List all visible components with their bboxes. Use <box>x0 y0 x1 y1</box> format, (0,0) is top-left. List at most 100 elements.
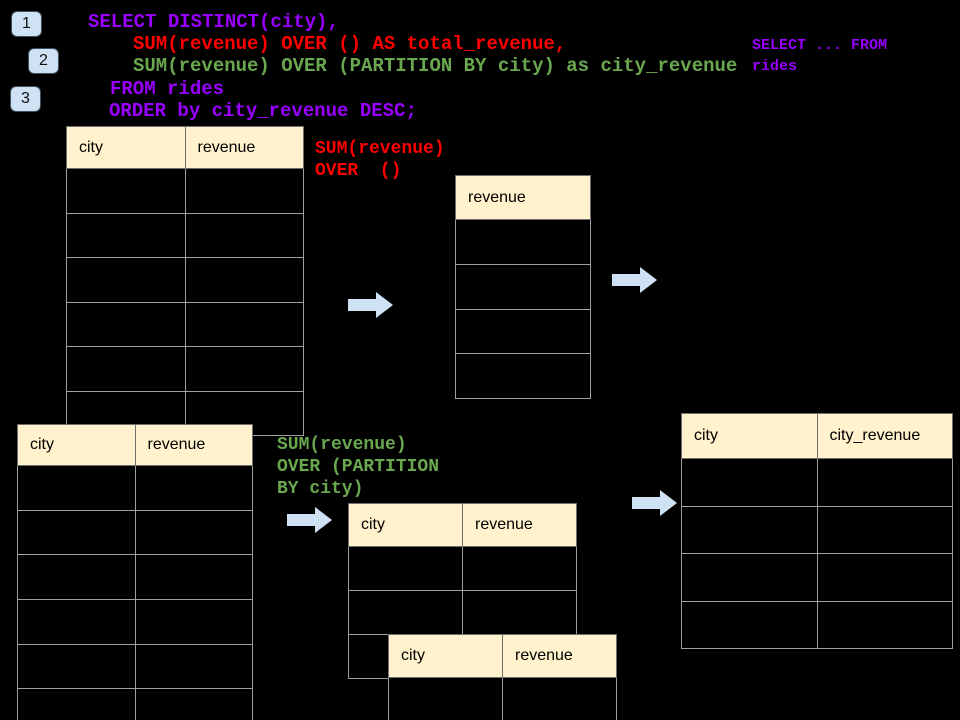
column-header-revenue: revenue <box>502 634 617 678</box>
table-cell-empty <box>816 458 953 507</box>
column-header-city_revenue: city_revenue <box>816 413 953 459</box>
table-cell-empty <box>17 465 136 511</box>
table-row <box>455 219 591 265</box>
table-cell-empty <box>681 600 818 649</box>
table-cell-empty <box>134 688 253 720</box>
table-cell-empty <box>681 553 818 602</box>
table-cell-empty <box>455 219 591 265</box>
column-header-city: city <box>17 424 136 466</box>
column-header-city: city <box>348 503 463 547</box>
column-header-city: city <box>66 126 186 169</box>
annotation-partition-line-1: SUM(revenue) <box>277 435 407 455</box>
table-row <box>17 599 253 645</box>
table-cell-empty <box>17 599 136 645</box>
table-cell-empty <box>17 509 136 556</box>
table-cell-empty <box>134 554 253 601</box>
table-cell-empty <box>184 301 304 347</box>
table-row <box>66 257 304 303</box>
table-row <box>17 688 253 720</box>
header-row: revenue <box>455 175 591 220</box>
sql-line-city-revenue: SUM(revenue) OVER (PARTITION BY city) as… <box>133 55 738 77</box>
table-cell-empty <box>184 257 304 303</box>
table-row <box>455 308 591 355</box>
column-header-revenue: revenue <box>134 424 253 466</box>
sql-line-select: SELECT DISTINCT(city), <box>88 11 339 33</box>
table-row <box>455 263 591 310</box>
table-cell-empty <box>134 509 253 556</box>
table-row <box>681 553 953 602</box>
table-row <box>681 600 953 649</box>
table-row <box>66 212 304 258</box>
table-cell-empty <box>66 301 186 347</box>
table-row <box>348 546 577 591</box>
table-cell-empty <box>17 688 136 720</box>
table-row <box>17 465 253 511</box>
step-badge-1: 1 <box>12 12 41 36</box>
table-cell-empty <box>184 168 304 214</box>
arrow-right-icon <box>612 267 657 293</box>
column-header-city: city <box>388 634 503 678</box>
side-note-line-1: SELECT ... FROM <box>752 37 888 54</box>
column-header-revenue: revenue <box>455 175 591 220</box>
column-header-revenue: revenue <box>462 503 577 547</box>
table-row <box>455 353 591 400</box>
table-cell-empty <box>134 465 253 511</box>
table-cell-empty <box>348 590 463 635</box>
table-cell-empty <box>455 263 591 310</box>
column-header-city: city <box>681 413 818 459</box>
table-cell-empty <box>348 546 463 591</box>
table-row <box>348 590 577 635</box>
column-header-revenue: revenue <box>184 126 304 169</box>
table-cell-empty <box>134 599 253 645</box>
sql-line-from: FROM rides <box>110 78 225 100</box>
table-cell-empty <box>462 590 577 635</box>
table-cell-empty <box>455 353 591 400</box>
table-cell-empty <box>681 505 818 554</box>
table-cell-empty <box>17 643 136 690</box>
table-cell-empty <box>66 257 186 303</box>
annotation-total-line-1: SUM(revenue) <box>315 139 445 159</box>
table-cell-empty <box>681 458 818 507</box>
table-cell-empty <box>816 553 953 602</box>
table-cell-empty <box>462 546 577 591</box>
table-cell-empty <box>184 346 304 392</box>
table-row <box>66 301 304 347</box>
table-cell-empty <box>816 505 953 554</box>
table-row <box>388 677 617 720</box>
annotation-partition-line-3: BY city) <box>277 479 364 499</box>
arrow-right-icon <box>632 490 677 516</box>
table-row <box>681 505 953 554</box>
annotation-partition-line-2: OVER (PARTITION <box>277 457 440 477</box>
arrow-right-icon <box>287 507 332 533</box>
sql-line-total-revenue: SUM(revenue) OVER () AS total_revenue, <box>133 33 567 55</box>
table-cell-empty <box>388 677 503 720</box>
table-cell-empty <box>502 677 617 720</box>
table-cell-empty <box>184 212 304 258</box>
arrow-right-icon <box>348 292 393 318</box>
table-revenue-only: revenue <box>455 175 591 400</box>
table-row <box>681 458 953 507</box>
table-cell-empty <box>66 212 186 258</box>
table-cell-empty <box>816 600 953 649</box>
table-row <box>17 643 253 690</box>
table-cell-empty <box>134 643 253 690</box>
table-row <box>66 346 304 392</box>
table-cell-empty <box>66 346 186 392</box>
sql-line-order-by: ORDER by city_revenue DESC; <box>109 100 417 122</box>
annotation-total-line-2: OVER () <box>315 161 402 181</box>
table-cell-empty <box>455 308 591 355</box>
table-cell-empty <box>66 168 186 214</box>
table-row <box>66 168 304 214</box>
side-note-line-2: rides <box>752 58 798 75</box>
table-cell-empty <box>17 554 136 601</box>
table-row <box>17 554 253 601</box>
